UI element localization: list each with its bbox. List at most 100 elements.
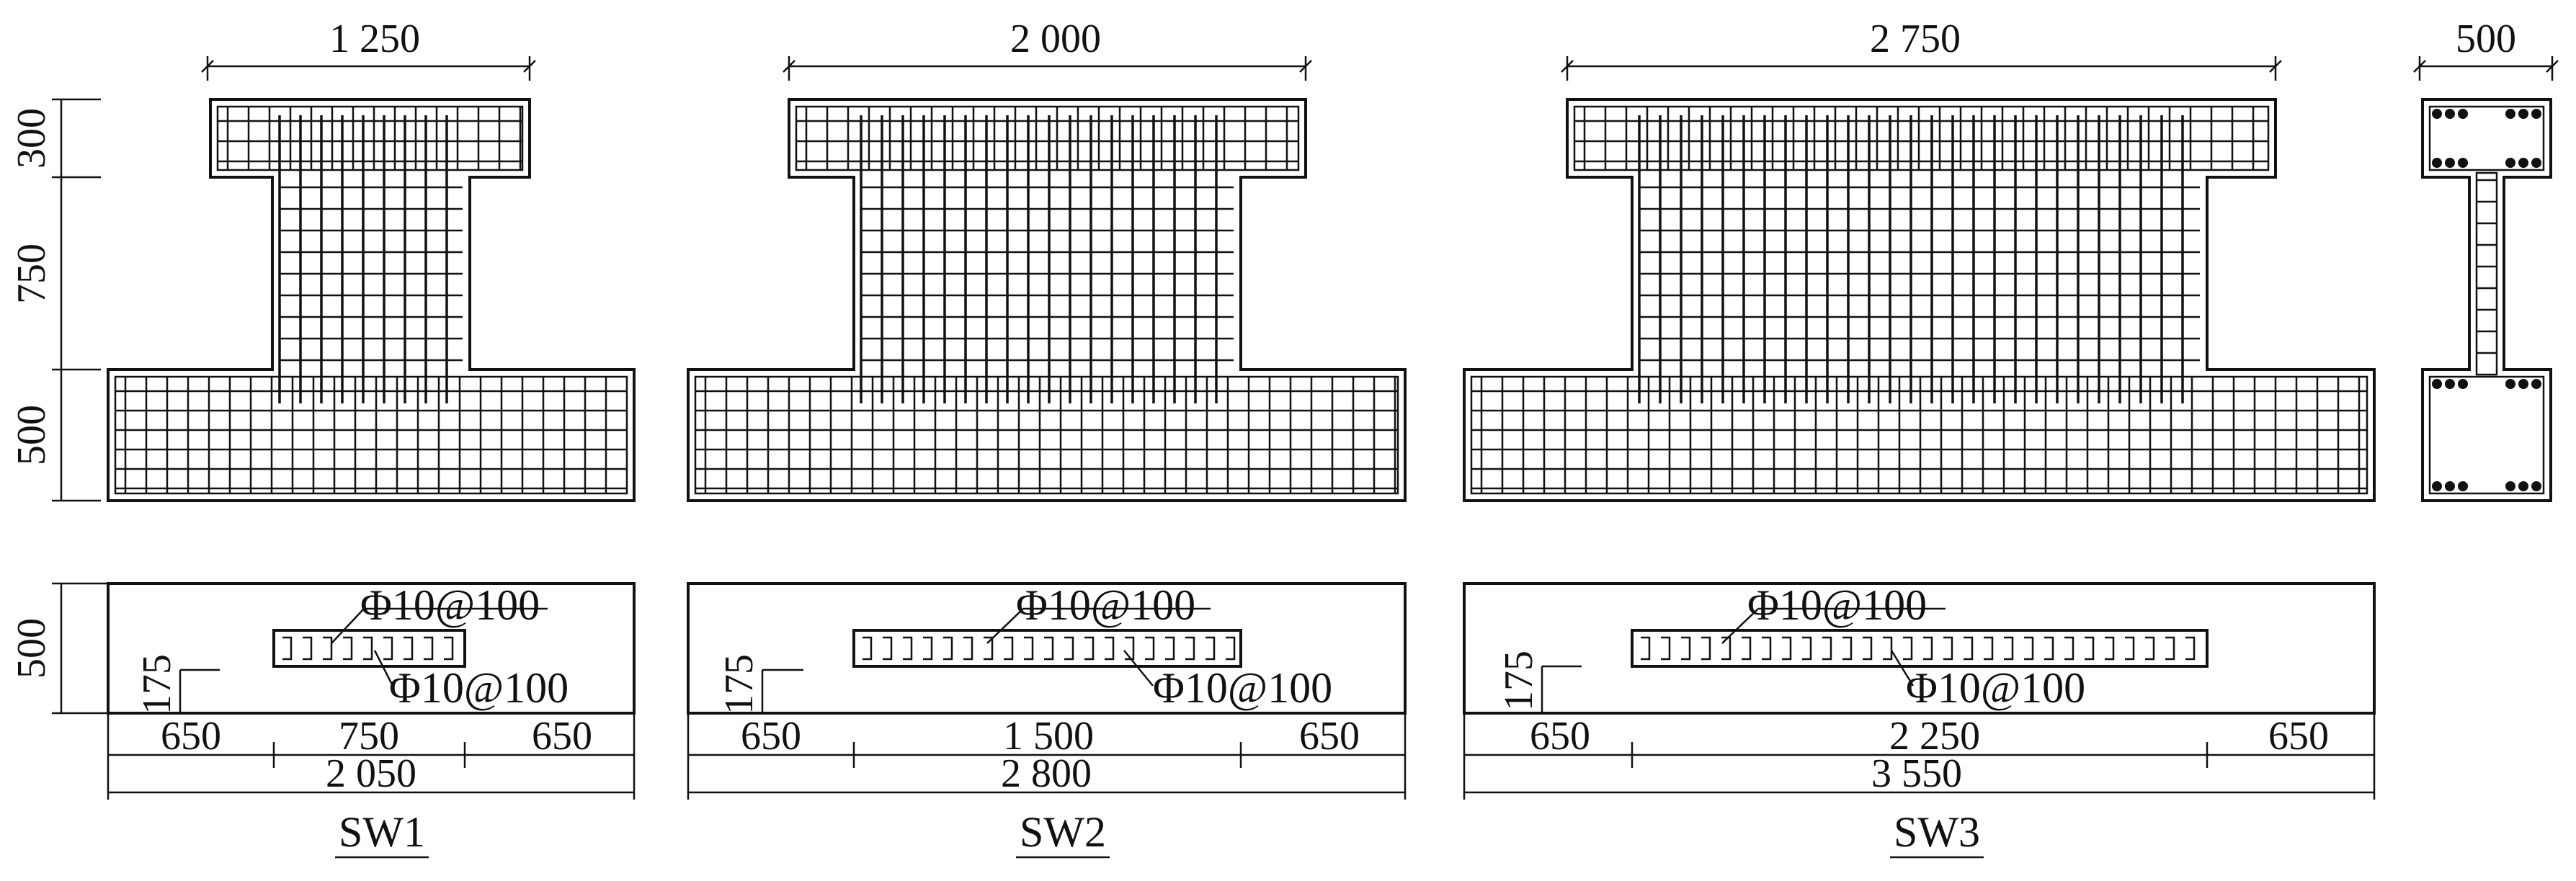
side-view-rebar	[2428, 105, 2545, 495]
sw3-seg-right-label: 650	[2268, 714, 2329, 759]
sw1-rebar-label-top: Φ10@100	[360, 581, 540, 629]
section-tie	[2105, 636, 2115, 661]
sw3-section: Φ10@100 Φ10@100 175 650 2 250 650 3 550 …	[1463, 581, 2376, 859]
sw1-seg-mid-label: 750	[339, 714, 399, 759]
sw3-seg-left-label: 650	[1530, 714, 1590, 759]
section-tie	[2064, 636, 2074, 661]
longitudinal-bar	[2445, 109, 2455, 119]
longitudinal-bar	[2458, 379, 2468, 389]
sw1-section-outline	[107, 582, 636, 715]
sw3-seg-mid-label: 2 250	[1889, 714, 1980, 759]
section-tie	[383, 636, 393, 661]
longitudinal-bar	[2445, 158, 2455, 168]
section-tie	[1903, 636, 1913, 661]
longitudinal-bar	[2531, 481, 2541, 491]
sw1-cover-label: 175	[135, 654, 179, 715]
section-tie	[2044, 636, 2054, 661]
side-view-outline	[2421, 98, 2552, 502]
section-tie	[1964, 636, 1974, 661]
section-tie	[2185, 636, 2196, 661]
sw1-elevation: 1 250 300 750 500	[9, 17, 636, 502]
section-tie	[943, 636, 953, 661]
section-tie	[1044, 636, 1054, 661]
sw1-height-top-label: 300	[9, 108, 54, 169]
section-tie	[1863, 636, 1873, 661]
sw1-wall-outline	[107, 98, 636, 502]
sw2-rebar-grid	[694, 105, 1399, 495]
section-tie	[1822, 636, 1832, 661]
section-tie	[1943, 636, 1953, 661]
section-tie	[1782, 636, 1792, 661]
section-tie	[404, 636, 414, 661]
sw3-elevation: 2 750	[1463, 17, 2376, 502]
section-tie	[1883, 636, 1893, 661]
longitudinal-bar	[2505, 379, 2515, 389]
longitudinal-bar	[2458, 109, 2468, 119]
section-tie	[923, 636, 933, 661]
sw2-rebar-label-top: Φ10@100	[1016, 581, 1195, 629]
section-tie	[282, 636, 293, 661]
side-bottom-stirrup	[2428, 375, 2545, 495]
sw3-rebar-label-top: Φ10@100	[1747, 581, 1927, 629]
longitudinal-bar	[2531, 109, 2541, 119]
longitudinal-bar	[2458, 158, 2468, 168]
section-tie	[1145, 636, 1155, 661]
sw1-seg-left-label: 650	[161, 714, 221, 759]
side-web-stirrup	[2475, 171, 2498, 376]
section-tie	[444, 636, 454, 661]
section-tie	[1802, 636, 1812, 661]
section-tie	[1105, 636, 1115, 661]
bottom-flange-stirrup	[114, 375, 628, 495]
sw3-top-width-dimension: 2 750	[1561, 17, 2282, 81]
sw1-top-width-label: 1 250	[329, 17, 420, 61]
section-tie	[2004, 636, 2014, 661]
longitudinal-bar	[2531, 158, 2541, 168]
longitudinal-bar	[2505, 481, 2515, 491]
section-tie	[1984, 636, 1994, 661]
section-tie	[1165, 636, 1175, 661]
section-tie	[1762, 636, 1772, 661]
section-tie	[1064, 636, 1074, 661]
top-flange-stirrup	[216, 105, 524, 171]
section-tie	[303, 636, 313, 661]
sw1-height-mid-label: 750	[9, 243, 54, 304]
sw3-section-web	[1631, 629, 2209, 668]
section-tie	[1701, 636, 1711, 661]
sw2-name-label: SW2	[1020, 808, 1106, 856]
sw2-total-label: 2 800	[1001, 751, 1092, 796]
sw1-section-height-label: 500	[9, 618, 54, 679]
sw3-section-ties	[1641, 636, 2196, 661]
sw2-seg-mid-label: 1 500	[1003, 714, 1094, 759]
sw2-section-web	[852, 629, 1242, 668]
section-tie	[1661, 636, 1671, 661]
longitudinal-bar	[2518, 379, 2528, 389]
sw1-name-label: SW1	[339, 808, 425, 856]
section-tie	[1641, 636, 1651, 661]
sw1-height-bottom-label: 500	[9, 405, 54, 465]
sw2-elevation: 2 000	[687, 17, 1407, 502]
section-tie	[1721, 636, 1732, 661]
section-tie	[903, 636, 913, 661]
sw2-rebar-label-bottom: Φ10@100	[1153, 664, 1332, 712]
sw2-section-ties	[863, 636, 1236, 661]
section-tie	[2085, 636, 2095, 661]
section-tie	[1842, 636, 1853, 661]
sw1-section-web	[272, 629, 466, 668]
section-tie	[1681, 636, 1691, 661]
section-tie	[1084, 636, 1095, 661]
section-tie	[1205, 636, 1216, 661]
longitudinal-bar	[2518, 109, 2528, 119]
sw1-top-width-dimension: 1 250	[201, 17, 536, 81]
sw2-top-width-label: 2 000	[1010, 17, 1101, 61]
sw3-rebar-grid	[1470, 105, 2368, 495]
sw1-total-label: 2 050	[326, 751, 416, 796]
longitudinal-bar	[2505, 109, 2515, 119]
section-tie	[2024, 636, 2034, 661]
bottom-flange-stirrup	[694, 375, 1399, 495]
sw2-seg-left-label: 650	[741, 714, 801, 759]
sw1-rebar-grid	[114, 105, 628, 495]
section-tie	[1742, 636, 1752, 661]
section-tie	[363, 636, 373, 661]
section-tie	[984, 636, 994, 661]
